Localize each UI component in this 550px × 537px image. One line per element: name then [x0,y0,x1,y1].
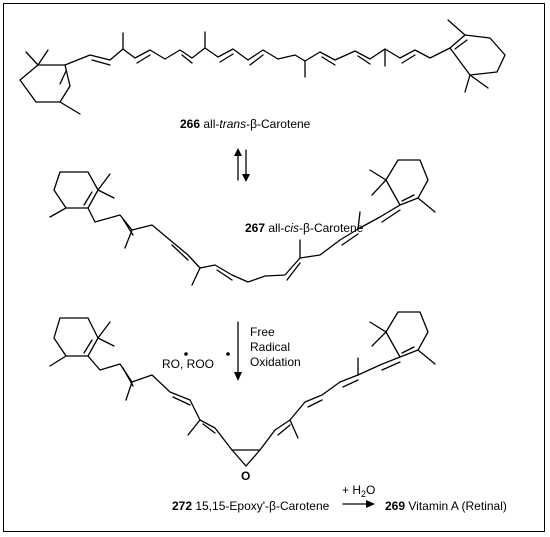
label-272: 272 15,15-Epoxy'-β-Carotene [172,499,330,513]
structure-267-all-cis-beta-carotene [49,159,436,286]
label-266: 266 all-trans-β-Carotene [180,117,311,131]
epoxide-oxygen-label: O [241,469,250,483]
label-267: 267 all-cis-β-Carotene [245,221,364,235]
oxidation-line-3: Oxidation [250,355,301,369]
radicals-label: RO, ROO [162,357,214,371]
equilibrium-arrows [234,148,250,182]
radical-dot-roo [226,352,230,356]
label-269: 269 Vitamin A (Retinal) [385,499,507,513]
water-label: + H2O [342,483,375,499]
oxidation-line-2: Radical [250,340,290,354]
radical-dot-ro [184,352,188,356]
oxidation-line-1: Free [250,325,275,339]
figure-frame [3,3,545,532]
structure-272-epoxy-beta-carotene [49,311,436,467]
structure-266-all-trans-beta-carotene [19,19,506,115]
oxidation-arrow [234,321,242,381]
hydrolysis-arrow [342,500,375,508]
